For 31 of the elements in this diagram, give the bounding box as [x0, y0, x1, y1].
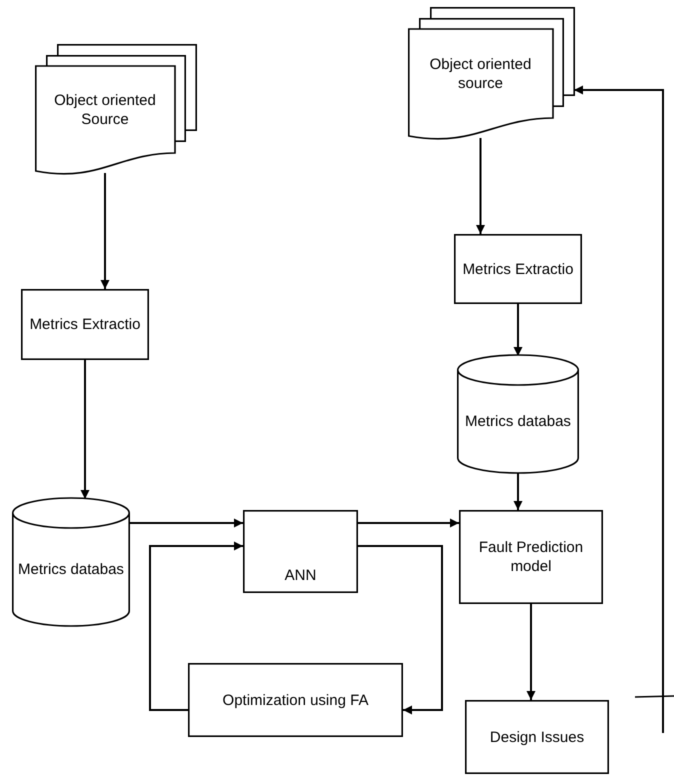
process-box — [21, 289, 149, 360]
process-box — [454, 234, 582, 304]
node-label: Metrics Extractio — [462, 260, 574, 278]
node-label: Metrics databas — [465, 412, 571, 431]
node-label: Object oriented Source — [53, 90, 157, 128]
node-label: Fault Prediction model — [478, 538, 584, 576]
node-label: Optimization using FA — [222, 690, 368, 710]
node-label: Design Issues — [490, 728, 584, 746]
arrow — [574, 86, 664, 733]
database-cylinder — [12, 498, 130, 626]
arrow — [100, 173, 110, 289]
node-label: Object oriented source — [428, 54, 532, 92]
arrow — [149, 542, 243, 711]
process-box — [243, 510, 358, 593]
process-box — [188, 663, 403, 737]
process-box — [459, 510, 603, 604]
arrow — [130, 518, 243, 528]
process-box — [465, 700, 609, 774]
node-label: Metrics Extractio — [30, 315, 140, 334]
arrow — [514, 473, 522, 510]
arrow — [526, 604, 536, 700]
arrow — [80, 360, 90, 499]
arrow — [514, 304, 522, 356]
database-cylinder — [457, 355, 579, 473]
arrow — [358, 518, 459, 528]
multi-document-shape — [408, 7, 575, 140]
multi-document-shape — [35, 44, 197, 175]
arrow — [358, 545, 443, 714]
node-label: ANN — [284, 566, 316, 585]
arrow — [476, 138, 485, 234]
node-label: Metrics databas — [18, 560, 124, 579]
